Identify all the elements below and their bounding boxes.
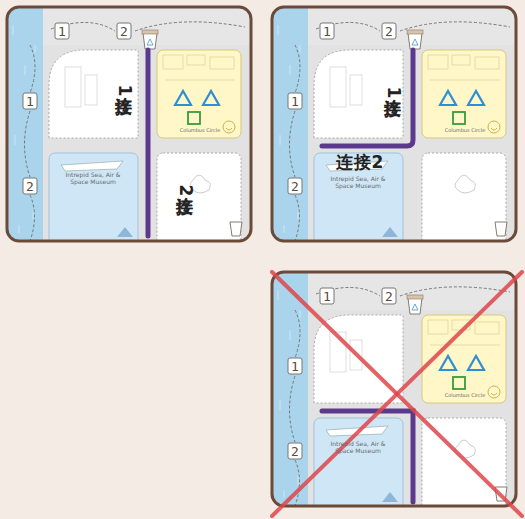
place-name: Columbus Circle [445,392,486,398]
callout-number: 1 [323,24,331,39]
callout-number: 1 [291,94,299,109]
place-name: Columbus Circle [445,127,486,133]
connection-label: 连接1 [383,85,406,100]
callout-number: 1 [323,289,331,304]
place-name: Intrepid Sea, Air & Space Museum [323,440,393,454]
place-name: Intrepid Sea, Air & Space Museum [58,171,128,185]
callout-number: 1 [291,359,299,374]
connection-label: 连接1 [114,83,137,98]
callout-number: 2 [291,179,299,194]
callout-number: 2 [120,24,128,39]
callout-number: 1 [26,94,34,109]
place-name: Columbus Circle [180,127,221,133]
callout-number: 1 [58,24,66,39]
place-name: Intrepid Sea, Air & Space Museum [323,175,393,189]
connection-label: 连接2 [336,151,385,174]
callout-number: 2 [291,444,299,459]
callout-number: 2 [26,179,34,194]
connection-label: 连接2 [175,183,198,198]
callout-number: 2 [385,24,393,39]
callout-number: 2 [385,289,393,304]
